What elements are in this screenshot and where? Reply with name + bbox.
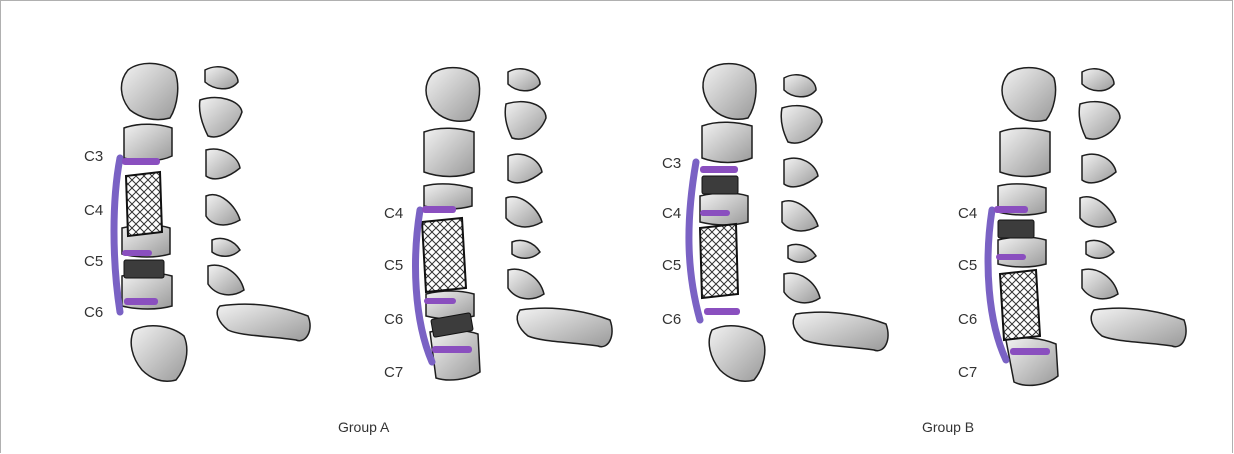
level-label: C6	[84, 304, 103, 321]
panel-2: C4 C5 C6 C7	[384, 68, 612, 381]
anterior-plate-icon	[689, 162, 700, 320]
spinous-process-icon	[1082, 154, 1116, 183]
spinous-process-icon	[212, 238, 240, 256]
group-label: Group A	[338, 419, 390, 435]
spinous-process-icon	[1091, 308, 1186, 347]
spinous-process-icon	[217, 304, 310, 341]
vertebral-body-icon	[1006, 338, 1058, 385]
spinous-process-icon	[788, 244, 816, 262]
vertebral-body-icon	[1002, 68, 1056, 122]
spinous-process-icon	[1086, 240, 1114, 258]
level-label: C5	[84, 253, 103, 270]
mesh-cage-icon	[126, 172, 162, 236]
disc-spacer-icon	[124, 260, 164, 278]
mesh-cage-icon	[700, 224, 738, 298]
spinous-process-icon	[517, 308, 612, 347]
spinous-process-icon	[784, 158, 818, 187]
vertebral-body-icon	[124, 124, 172, 161]
level-label: C5	[662, 257, 681, 274]
level-label: C6	[958, 311, 977, 328]
spinous-process-icon	[784, 75, 816, 97]
level-label: C5	[958, 257, 977, 274]
vertebral-body-icon	[131, 326, 187, 382]
level-label: C6	[384, 311, 403, 328]
level-label: C5	[384, 257, 403, 274]
spinous-process-icon	[206, 149, 240, 179]
disc-spacer-icon	[998, 220, 1034, 238]
level-label: C4	[662, 205, 681, 222]
vertebral-body-icon	[121, 63, 177, 119]
level-label: C7	[958, 364, 977, 381]
spinous-process-icon	[199, 98, 242, 137]
vertebral-body-icon	[703, 64, 756, 120]
anterior-plate-icon	[114, 158, 120, 312]
spinous-process-icon	[506, 197, 542, 227]
spinous-process-icon	[208, 265, 244, 295]
level-label: C3	[662, 155, 681, 172]
level-label: C4	[384, 205, 403, 222]
spinous-process-icon	[205, 67, 238, 89]
spinous-process-icon	[508, 154, 542, 183]
vertebral-body-icon	[424, 128, 474, 176]
vertebral-body-icon	[426, 68, 480, 122]
mesh-cage-icon	[422, 218, 466, 292]
spinous-process-icon	[505, 102, 546, 139]
level-label: C4	[84, 202, 103, 219]
spinous-process-icon	[1082, 269, 1118, 299]
panel-4: C4 C5 C6 C7	[958, 68, 1186, 386]
panel-1: C3 C4 C5 C6	[84, 63, 310, 381]
vertebral-body-icon	[709, 326, 765, 382]
spinous-process-icon	[508, 269, 544, 299]
panel-3: C3 C4 C5 C6	[662, 64, 888, 382]
vertebral-body-icon	[998, 237, 1046, 267]
vertebral-body-icon	[430, 330, 480, 380]
level-label: C4	[958, 205, 977, 222]
disc-spacer-icon	[702, 176, 738, 194]
spinous-process-icon	[1079, 102, 1120, 139]
spinous-process-icon	[512, 240, 540, 258]
spinous-process-icon	[206, 195, 240, 225]
spinous-process-icon	[1082, 69, 1114, 91]
mesh-cage-icon	[1000, 270, 1040, 340]
level-label: C7	[384, 364, 403, 381]
vertebral-body-icon	[702, 122, 752, 162]
level-label: C3	[84, 148, 103, 165]
vertebral-body-icon	[424, 184, 472, 209]
level-label: C6	[662, 311, 681, 328]
vertebral-body-icon	[700, 193, 748, 225]
group-label: Group B	[922, 419, 974, 435]
vertebral-body-icon	[1000, 128, 1050, 176]
spinous-process-icon	[508, 69, 540, 91]
spinous-process-icon	[793, 312, 888, 351]
spinous-process-icon	[782, 201, 818, 231]
spinous-process-icon	[781, 106, 822, 143]
spinous-process-icon	[784, 273, 820, 303]
spinous-process-icon	[1080, 197, 1116, 227]
